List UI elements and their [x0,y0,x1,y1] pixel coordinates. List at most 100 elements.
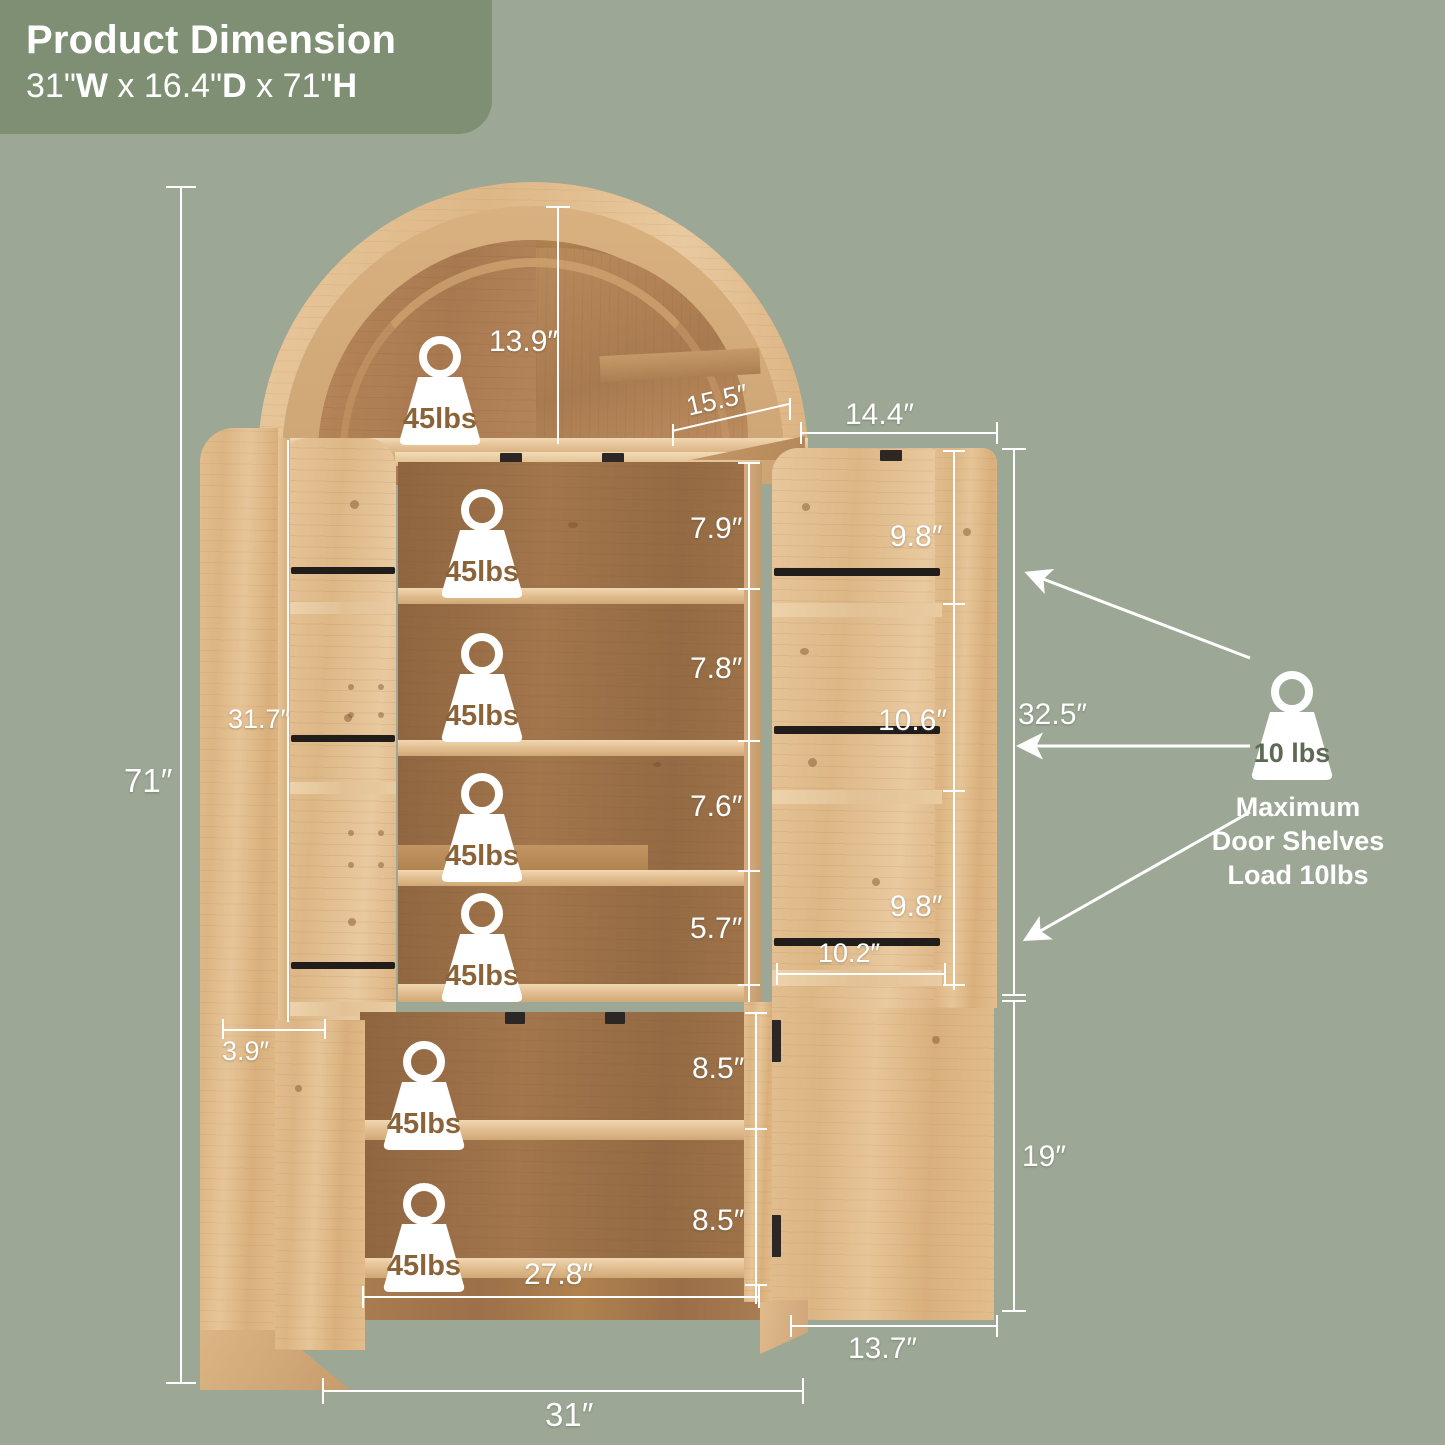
subtitle-d-letter: D [222,66,247,105]
subtitle-w-letter: W [75,66,108,105]
svg-text:45lbs: 45lbs [445,556,519,588]
weight-badge-shelf-5: 45lbs [372,1040,476,1152]
dim-line-overall-height [180,186,182,1384]
dim-tick-lower-gap-1-bottom [745,1128,767,1130]
dim-line-shelf-gaps [748,462,750,1002]
dim-tick-gap-3-bottom [738,870,760,872]
dim-label-shelf-gap-2: 7.8″ [690,652,743,685]
door-load-arrows [1016,568,1251,941]
dim-label-lower-gap-2: 8.5″ [692,1204,745,1237]
dim-tick-top-door-width-right [996,422,998,444]
dim-tick-door-shelf-1-top [943,450,965,452]
dim-tick-overall-height-bottom [166,1382,196,1384]
weight-badge-door-10lbs: 10 lbs [1240,670,1344,782]
lower-right-door[interactable] [772,1008,994,1320]
dim-line-lower-gaps [755,1012,757,1304]
dim-label-lower-gap-1: 8.5″ [692,1052,745,1085]
dim-line-upper-door-height [1013,448,1015,996]
svg-text:45lbs: 45lbs [445,960,519,992]
weight-badge-shelf-3: 45lbs [430,772,534,884]
subtitle-width: 31" [26,66,76,105]
upper-shelf-3-underside [398,845,648,870]
dim-label-door-shelf-1: 9.8″ [890,520,943,553]
svg-text:45lbs: 45lbs [403,403,477,435]
dim-line-top-door-width [800,432,998,434]
svg-text:45lbs: 45lbs [445,840,519,872]
left-door-shelf-box [278,438,396,1020]
cabinet-lower-right-wall [744,1002,772,1302]
product-dimension-badge: Product Dimension 31"W x 16.4"D x 71"H [0,0,492,134]
dim-tick-lower-door-width-right [996,1315,998,1337]
dim-tick-interior-width-right [758,1286,760,1308]
left-door-shelf-1 [290,602,396,614]
weight-badge-shelf-2: 45lbs [430,632,534,744]
dim-tick-left-door-depth-right [324,1019,326,1039]
left-door-shelf-2 [290,782,396,794]
dim-label-door-shelf-3: 9.8″ [890,890,943,923]
hinge-lower-right [605,1012,625,1024]
dim-tick-door-shelf-3-bottom [943,984,965,986]
dim-tick-gap-2-bottom [738,740,760,742]
weight-badge-arch: 45lbs [388,335,492,447]
dim-tick-left-door-depth-left [222,1019,224,1039]
dim-label-interior-width: 27.8″ [524,1258,594,1291]
dim-label-shelf-gap-1: 7.9″ [690,512,743,545]
dim-line-interior-width [362,1296,760,1298]
svg-text:45lbs: 45lbs [445,700,519,732]
right-door-shelf-2 [772,790,942,804]
dim-line-left-door-depth [222,1029,326,1031]
dim-tick-lower-door-height-top [1002,1000,1026,1002]
dim-label-upper-door-height: 32.5″ [1018,698,1088,731]
cabinet-lower-left-wall [275,1020,365,1350]
dim-tick-gap-1-bottom [738,588,760,590]
right-door-outer-stile[interactable] [935,448,997,1008]
left-door-peg-holes [348,684,354,690]
dim-label-overall-height: 71″ [124,762,173,799]
lower-right-door-bevel [760,1300,808,1354]
dim-tick-arch-height-top [546,206,570,208]
dim-tick-overall-width-right [802,1378,804,1404]
dim-tick-upper-door-height-top [1002,448,1026,450]
dim-label-shelf-gap-4: 5.7″ [690,912,743,945]
dim-tick-upper-door-height-bottom [1002,994,1026,996]
door-load-note-line-1: Maximum [1235,792,1361,822]
svg-text:45lbs: 45lbs [387,1250,461,1282]
dim-tick-door-shelf-1-bottom [943,603,965,605]
left-door-panel[interactable] [200,428,278,1388]
left-door-rail-2 [291,735,395,742]
svg-text:45lbs: 45lbs [387,1108,461,1140]
dimension-subtitle: 31"W x 16.4"D x 71"H [26,65,492,108]
dim-label-door-shelf-width: 10.2″ [818,938,881,968]
dim-line-lower-door-width [790,1325,998,1327]
dim-tick-gap-1-top [738,462,760,464]
subtitle-depth: x 16.4" [107,66,223,105]
dim-label-overall-width: 31″ [545,1396,594,1433]
svg-text:10 lbs: 10 lbs [1254,738,1331,768]
weight-badge-shelf-4: 45lbs [430,892,534,1004]
dim-line-left-door-height [287,440,289,1022]
right-door-rail-1 [774,568,940,576]
dim-tick-door-shelf-width-right [944,963,946,985]
dim-line-lower-door-height [1013,1000,1015,1312]
dim-label-lower-door-height: 19″ [1022,1140,1066,1173]
dim-tick-lower-gap-2-bottom [745,1284,767,1286]
hinge-lower-left [505,1012,525,1024]
upper-shelf-2 [398,740,760,756]
dim-tick-overall-height-top [166,186,196,188]
left-door-rail-3 [291,962,395,969]
dim-line-door-shelf-width [776,973,946,975]
dim-tick-lower-door-width-left [790,1315,792,1337]
dim-label-shelf-gap-3: 7.6″ [690,790,743,823]
dim-tick-lower-gap-1-top [745,1012,767,1014]
right-door-rail-3 [774,938,940,946]
hinge-right-door-top [880,450,902,461]
dim-tick-door-shelf-2-bottom [943,790,965,792]
cabinet-upper-right-wall [744,462,762,1002]
door-load-note-line-3: Load 10lbs [1227,860,1369,890]
door-load-note-line-2: Door Shelves [1211,826,1385,856]
dim-label-left-door-height: 31.7″ [228,704,291,734]
dim-tick-door-shelf-width-left [776,963,778,985]
dim-line-arch-height [557,206,559,444]
dim-line-door-shelf-gaps [953,450,955,990]
